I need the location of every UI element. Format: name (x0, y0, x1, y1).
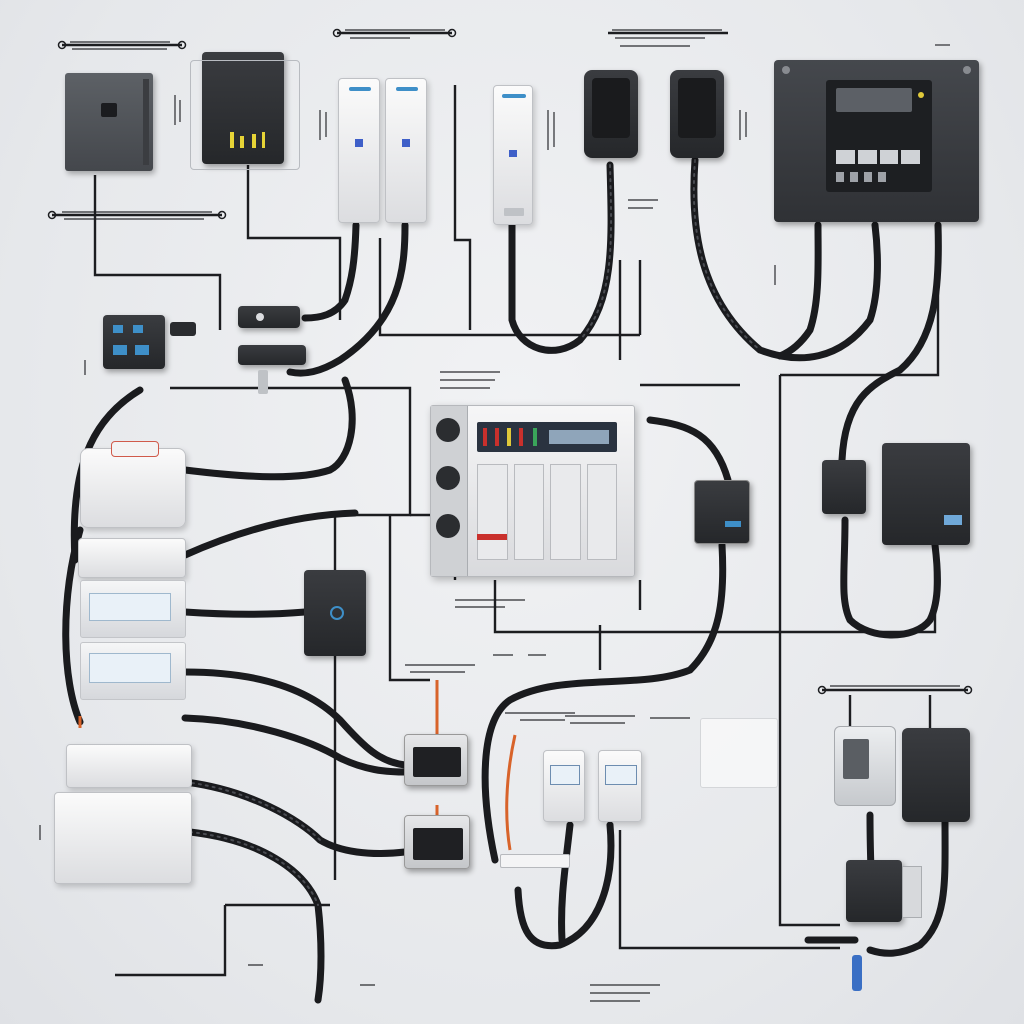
outlet-box-2[interactable] (404, 815, 470, 869)
red-label-strip (111, 441, 159, 457)
terminal-block-1[interactable] (238, 306, 300, 328)
meter-module-2[interactable] (80, 642, 186, 700)
breaker-panel[interactable] (430, 405, 635, 577)
toggle-switch[interactable] (850, 172, 858, 182)
remote-keypad[interactable] (103, 315, 165, 369)
wall-module-4[interactable] (54, 792, 192, 884)
power-splitter[interactable] (846, 860, 902, 922)
breaker-switch[interactable] (550, 464, 581, 560)
top-left-controller[interactable] (65, 73, 153, 171)
screw-icon (963, 66, 971, 74)
control-faceplate (826, 80, 932, 192)
sensor-unit-1[interactable] (543, 750, 585, 822)
panel-button[interactable] (857, 150, 877, 164)
breaker-switch[interactable] (586, 464, 617, 560)
din-module-3[interactable] (493, 85, 533, 225)
power-cables (62, 156, 949, 1004)
breaker-status-display (477, 422, 617, 452)
status-ring-icon (330, 606, 344, 620)
meter-display (89, 653, 171, 683)
breaker-switch[interactable] (513, 464, 544, 560)
power-adapter-2[interactable] (670, 70, 724, 158)
splitter-bracket (902, 866, 922, 918)
status-window-icon (101, 103, 117, 117)
led-yellow-icon (230, 132, 234, 148)
key-blue-icon (133, 325, 143, 333)
din-module-1[interactable] (338, 78, 380, 223)
led-yellow-icon (262, 132, 265, 148)
annotation-scribbles (39, 29, 960, 1002)
display-screen (836, 88, 912, 112)
key-blue-icon (113, 345, 127, 355)
indicator-icon (355, 139, 363, 147)
network-router[interactable] (202, 52, 284, 164)
panel-button[interactable] (901, 150, 920, 164)
wall-module-2[interactable] (78, 538, 186, 578)
meter-window-icon (843, 739, 869, 779)
toggle-switch[interactable] (864, 172, 872, 182)
display-blue-icon (944, 515, 962, 525)
sensor-display (550, 765, 580, 785)
meter-module-1[interactable] (80, 580, 186, 638)
breaker-switch-bank (477, 464, 617, 560)
led-blue-icon (725, 521, 741, 527)
outlet-box-1[interactable] (404, 734, 468, 786)
meter-display (89, 593, 171, 621)
cable-highlights (184, 159, 761, 906)
knob-icon[interactable] (436, 466, 460, 490)
sensor-unit-2[interactable] (598, 750, 642, 822)
side-controller[interactable] (882, 443, 970, 545)
panel-button[interactable] (879, 150, 899, 164)
led-amber-icon (918, 92, 924, 98)
led-yellow-icon (240, 136, 244, 148)
test-clip-bar[interactable] (500, 854, 570, 868)
led-yellow-icon (252, 134, 256, 148)
orange-test-leads (78, 680, 517, 851)
key-blue-icon (113, 325, 123, 333)
toggle-switch[interactable] (836, 172, 844, 182)
warning-strip (477, 534, 507, 540)
power-brick[interactable] (902, 728, 970, 822)
wall-module-3[interactable] (66, 744, 192, 788)
outlet-socket-icon (413, 747, 461, 777)
knob-icon[interactable] (436, 418, 460, 442)
label-leaders (47, 28, 973, 695)
smart-meter[interactable] (834, 726, 896, 806)
panel-button[interactable] (836, 150, 855, 164)
fuse-clip[interactable] (258, 370, 268, 394)
router-mount-bracket (190, 60, 300, 170)
breaker-switch[interactable] (477, 464, 508, 560)
key-blue-icon (135, 345, 149, 355)
terminal-block-2[interactable] (238, 345, 306, 365)
toggle-switch[interactable] (878, 172, 886, 182)
wall-module-1[interactable] (80, 441, 186, 528)
sensor-display (605, 765, 637, 785)
breaker-side-rail (431, 406, 468, 576)
screw-icon (782, 66, 790, 74)
schematic-wires (93, 85, 940, 977)
knob-icon[interactable] (436, 514, 460, 538)
junction-box[interactable] (304, 570, 366, 656)
main-control-unit[interactable] (774, 60, 979, 222)
blue-plug[interactable] (852, 955, 862, 991)
network-adapter[interactable] (694, 480, 750, 544)
din-module-2[interactable] (385, 78, 427, 223)
screw-icon (256, 313, 264, 321)
connector-plug[interactable] (170, 322, 196, 336)
switch-row (836, 172, 920, 182)
indicator-icon (402, 139, 410, 147)
blank-cover-plate (700, 718, 778, 788)
power-adapter-1[interactable] (584, 70, 638, 158)
relay-module[interactable] (822, 460, 866, 514)
indicator-icon (509, 150, 517, 157)
outlet-socket-icon (413, 828, 463, 860)
button-row (836, 150, 920, 164)
